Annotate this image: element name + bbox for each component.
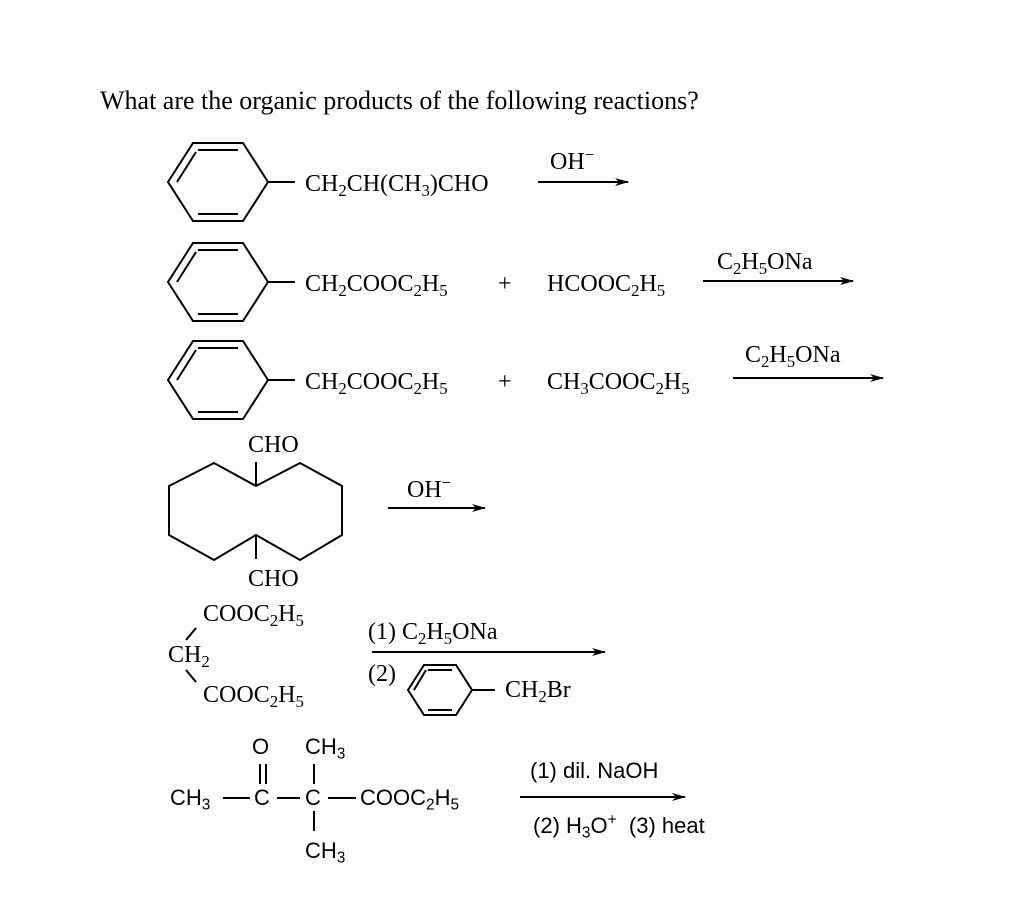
- reagent-4: OH−: [407, 472, 452, 503]
- bicyclic-ring: [168, 461, 343, 562]
- step2-6: (2) H3O+ (3) heat: [533, 811, 705, 842]
- question-text: What are the organic products of the fol…: [100, 86, 699, 115]
- plus-2: +: [498, 271, 512, 297]
- carbonyl-carbon: C: [254, 785, 270, 810]
- ester-group: COOC2H5: [360, 785, 460, 814]
- substituent-3: CH2COOC2H5: [305, 369, 448, 399]
- plus-3: +: [498, 369, 512, 395]
- ester-bottom: COOC2H5: [203, 682, 304, 712]
- methyl-top: CH3: [305, 734, 346, 763]
- benzene-ring-3: [166, 340, 295, 420]
- step1-6: (1) dil. NaOH: [530, 758, 659, 783]
- step1-5: (1) C2H5ONa: [368, 619, 498, 649]
- reagent-2: C2H5ONa: [717, 249, 813, 279]
- ester-top: COOC2H5: [203, 601, 304, 631]
- benzene-ring-2: [166, 242, 295, 322]
- coreactant-2: HCOOC2H5: [547, 271, 666, 301]
- benzene-ring-1: [166, 142, 295, 222]
- reagent-3: C2H5ONa: [745, 342, 841, 372]
- methyl-bottom: CH3: [305, 838, 346, 867]
- methyl-left: CH3: [170, 785, 211, 814]
- benzyl-bromide-group: CH2Br: [505, 677, 571, 707]
- top-aldehyde: CHO: [248, 432, 299, 458]
- coreactant-3: CH3COOC2H5: [547, 369, 690, 399]
- substituent-2: CH2COOC2H5: [305, 271, 448, 301]
- step2-5: (2): [368, 661, 396, 687]
- substituent-1: CH2CH(CH3)CHO: [305, 171, 489, 201]
- reagent-1: OH−: [550, 144, 595, 175]
- carbonyl-oxygen: O: [252, 734, 270, 759]
- benzene-ring-small: [406, 664, 495, 716]
- bottom-aldehyde: CHO: [248, 566, 299, 592]
- methylene: CH2: [168, 642, 210, 672]
- quaternary-carbon: C: [305, 785, 321, 810]
